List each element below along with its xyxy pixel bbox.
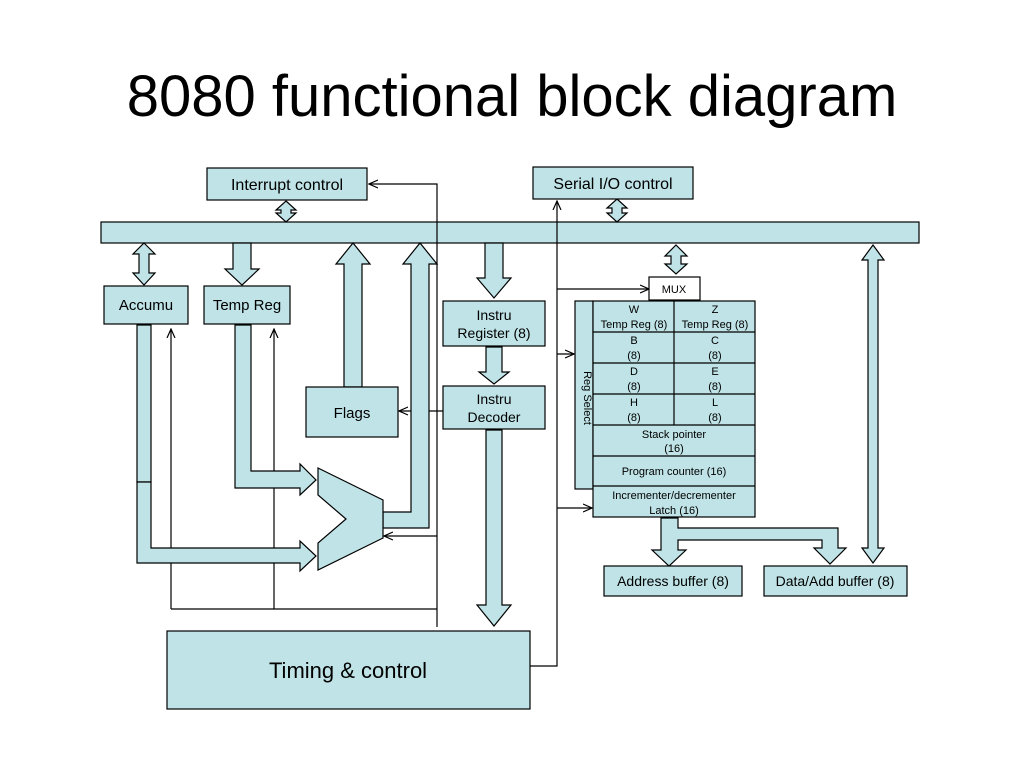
reg-d-name: D bbox=[630, 366, 638, 378]
instru-register-block: Instru Register (8) bbox=[442, 300, 546, 347]
incrementer-label: Incrementer/decrementer bbox=[612, 490, 736, 502]
data-add-bus-double-arrow bbox=[860, 243, 886, 565]
reg-z-size: Temp Reg (8) bbox=[682, 319, 749, 331]
temp-reg-to-alu-arrow bbox=[234, 324, 317, 497]
reg-c-size: (8) bbox=[708, 350, 721, 362]
accumu-label: Accumu bbox=[119, 297, 173, 314]
timing-control-block: Timing & control bbox=[166, 630, 531, 710]
mux-block: MUX bbox=[648, 276, 701, 301]
instru-decoder-block: Instru Decoder bbox=[442, 385, 546, 430]
register-to-decoder-arrow bbox=[477, 346, 511, 385]
stack-pointer-size: (16) bbox=[664, 443, 684, 455]
reg-d-size: (8) bbox=[627, 381, 640, 393]
timing-to-interrupt-line bbox=[369, 184, 438, 627]
register-file: W Temp Reg (8) Z Temp Reg (8) B (8) C (8… bbox=[592, 300, 756, 518]
alu-to-bus-pipe bbox=[382, 242, 439, 529]
reg-select-block: Reg Select bbox=[574, 300, 594, 490]
accumu-pipe bbox=[136, 324, 152, 483]
page-title: 8080 functional block diagram bbox=[126, 64, 898, 129]
serial-io-control-block: Serial I/O control bbox=[532, 166, 694, 200]
reg-w-size: Temp Reg (8) bbox=[601, 319, 668, 331]
serial-bus-double-arrow bbox=[605, 198, 629, 223]
mux-label: MUX bbox=[662, 284, 687, 296]
incrementer-latch-label: Latch (16) bbox=[649, 505, 699, 517]
temp-reg-label: Temp Reg bbox=[213, 297, 281, 314]
bus-to-instru-register-arrow bbox=[475, 242, 513, 299]
bus-to-temp-reg-arrow bbox=[223, 242, 261, 286]
reg-l-size: (8) bbox=[708, 412, 721, 424]
program-counter-label: Program counter (16) bbox=[622, 466, 727, 478]
instru-decoder-label-1: Instru bbox=[476, 391, 511, 407]
reg-select-label: Reg Select bbox=[581, 371, 593, 425]
reg-c-name: C bbox=[711, 335, 719, 347]
interrupt-control-label: Interrupt control bbox=[231, 177, 343, 194]
reg-h-name: H bbox=[630, 397, 638, 409]
reg-e-size: (8) bbox=[708, 381, 721, 393]
interrupt-bus-double-arrow bbox=[274, 200, 298, 223]
data-add-buffer-block: Data/Add buffer (8) bbox=[763, 565, 908, 597]
flags-block: Flags bbox=[305, 386, 399, 438]
instru-register-label-1: Instru bbox=[476, 307, 511, 323]
interrupt-control-block: Interrupt control bbox=[206, 167, 368, 201]
accumu-to-alu-arrow bbox=[136, 481, 317, 573]
alu-block bbox=[317, 467, 384, 571]
timing-to-serial-line bbox=[530, 201, 557, 667]
reg-w-name: W bbox=[629, 304, 640, 316]
accumu-bus-double-arrow bbox=[131, 242, 157, 286]
reg-e-name: E bbox=[711, 366, 718, 378]
flags-label: Flags bbox=[334, 405, 371, 422]
instru-register-label-2: Register (8) bbox=[457, 325, 530, 341]
reg-h-size: (8) bbox=[627, 412, 640, 424]
incrementer-to-buffers-arrow bbox=[650, 517, 848, 567]
accumu-block: Accumu bbox=[103, 285, 189, 325]
instru-decoder-label-2: Decoder bbox=[468, 409, 521, 425]
timing-control-label: Timing & control bbox=[269, 658, 427, 683]
stack-pointer-label: Stack pointer bbox=[642, 429, 707, 441]
flags-to-bus-arrow bbox=[334, 242, 372, 388]
reg-z-name: Z bbox=[712, 304, 719, 316]
address-buffer-block: Address buffer (8) bbox=[603, 565, 743, 597]
internal-data-bus bbox=[100, 221, 920, 244]
mux-bus-double-arrow bbox=[663, 244, 689, 275]
decoder-to-timing-arrow bbox=[475, 429, 513, 627]
reg-b-name: B bbox=[630, 335, 637, 347]
reg-b-size: (8) bbox=[627, 350, 640, 362]
data-add-buffer-label: Data/Add buffer (8) bbox=[776, 573, 895, 589]
temp-reg-block: Temp Reg bbox=[203, 285, 291, 325]
address-buffer-label: Address buffer (8) bbox=[617, 573, 729, 589]
serial-io-control-label: Serial I/O control bbox=[553, 176, 672, 193]
reg-l-name: L bbox=[712, 397, 718, 409]
